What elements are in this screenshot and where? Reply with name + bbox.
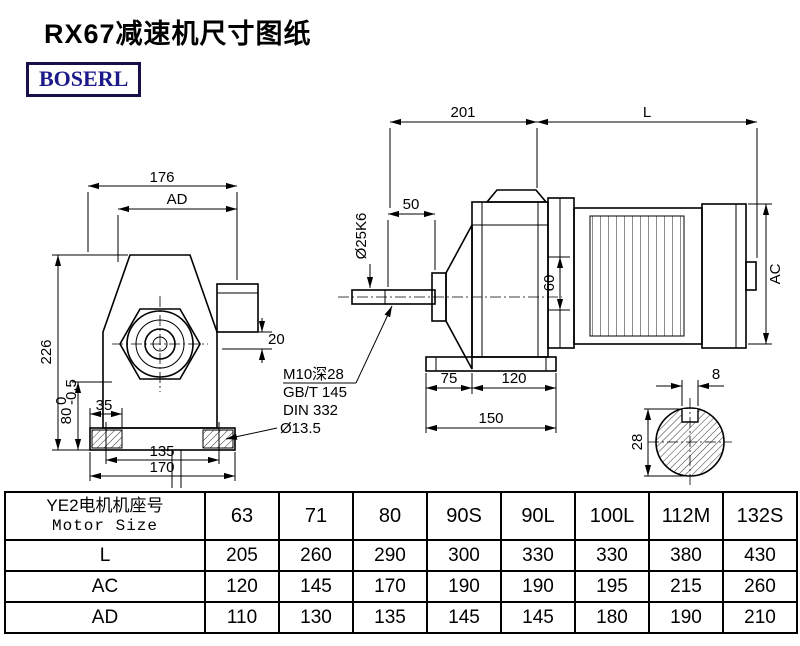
page-title: RX67减速机尺寸图纸	[44, 19, 312, 49]
foot-hatch-left	[91, 429, 123, 449]
dim-foot-hole-label: Ø13.5	[280, 420, 321, 437]
value-cell: 190	[648, 601, 724, 634]
svg-text:Ø25K6: Ø25K6	[353, 213, 370, 260]
value-cell: 130	[278, 601, 354, 634]
size-header-90L: 90L	[500, 491, 576, 541]
header-line1: YE2电机机座号	[46, 496, 164, 515]
value-cell: 430	[722, 539, 798, 572]
dim-80-label: 80 0 -0.5	[53, 379, 80, 424]
svg-text:28: 28	[629, 434, 646, 451]
value-cell: 380	[648, 539, 724, 572]
size-header-100L: 100L	[574, 491, 650, 541]
value-cell: 330	[500, 539, 576, 572]
dim-AC-label: AC	[767, 263, 784, 284]
size-header-63: 63	[204, 491, 280, 541]
dim-201-label: 201	[450, 104, 475, 121]
table-row-AC: AC 120 145 170 190 190 195 215 260	[4, 570, 798, 603]
dim-170-label: 170	[149, 459, 174, 476]
value-cell: 145	[278, 570, 354, 603]
header-line2: Motor Size	[51, 517, 158, 535]
value-cell: 210	[722, 601, 798, 634]
svg-text:0: 0	[53, 397, 70, 405]
dimension-table: YE2电机机座号 Motor Size 63 71 80 90S 90L 100…	[4, 491, 798, 634]
row-label-AD: AD	[4, 601, 206, 634]
gearbox-cone	[445, 224, 473, 370]
dim-20-label: 20	[268, 331, 285, 348]
svg-text:80: 80	[58, 408, 75, 425]
dim-60-label: 60	[541, 275, 558, 292]
dim-120-label: 120	[501, 370, 526, 387]
dim-shaft-label: Ø25K6	[353, 213, 370, 260]
motor-flange	[547, 197, 575, 349]
value-cell: 300	[426, 539, 502, 572]
dim-176-label: 176	[149, 169, 174, 186]
value-cell: 180	[574, 601, 650, 634]
svg-text:226: 226	[38, 339, 55, 364]
mounting-base-side	[425, 356, 557, 372]
front-view: 176 AD 226 80 0 -0.5 35	[38, 169, 321, 488]
value-cell: 215	[648, 570, 724, 603]
note-gb-label: GB/T 145	[283, 384, 347, 401]
dim-key-width-label: 8	[712, 366, 720, 383]
shaft-end-view: 8 28	[629, 366, 732, 486]
technical-drawing: 176 AD 226 80 0 -0.5 35	[38, 104, 784, 488]
value-cell: 260	[722, 570, 798, 603]
size-header-90S: 90S	[426, 491, 502, 541]
svg-text:AC: AC	[767, 263, 784, 284]
row-label-AC: AC	[4, 570, 206, 603]
input-shaft	[351, 289, 436, 305]
size-header-132S: 132S	[722, 491, 798, 541]
note-din-label: DIN 332	[283, 402, 338, 419]
value-cell: 145	[426, 601, 502, 634]
note-thread-label: M10深28	[283, 366, 344, 383]
motor-fins	[589, 215, 685, 337]
row-label-L: L	[4, 539, 206, 572]
dim-226-label: 226	[38, 339, 55, 364]
table-row-L: L 205 260 290 300 330 330 380 430	[4, 539, 798, 572]
value-cell: 190	[426, 570, 502, 603]
terminal-box	[216, 283, 259, 333]
value-cell: 135	[352, 601, 428, 634]
value-cell: 170	[352, 570, 428, 603]
dim-50-label: 50	[403, 196, 420, 213]
dim-75-label: 75	[441, 370, 458, 387]
svg-text:60: 60	[541, 275, 558, 292]
motor-size-header-cell: YE2电机机座号 Motor Size	[4, 491, 206, 541]
value-cell: 195	[574, 570, 650, 603]
motor-rear-cap	[745, 261, 757, 291]
dim-135-label: 135	[149, 443, 174, 460]
dim-ad-label: AD	[167, 191, 188, 208]
value-cell: 205	[204, 539, 280, 572]
size-header-80: 80	[352, 491, 428, 541]
table-row-AD: AD 110 130 135 145 145 180 190 210	[4, 601, 798, 634]
dim-150-label: 150	[478, 410, 503, 427]
svg-text:-0.5: -0.5	[63, 379, 80, 405]
foot-hatch-right	[202, 429, 234, 449]
dim-L-label: L	[643, 104, 651, 121]
table-header-row: YE2电机机座号 Motor Size 63 71 80 90S 90L 100…	[4, 491, 798, 541]
value-cell: 330	[574, 539, 650, 572]
value-cell: 120	[204, 570, 280, 603]
size-header-112M: 112M	[648, 491, 724, 541]
value-cell: 110	[204, 601, 280, 634]
side-view: 201 L 50 Ø25K6 60 AC	[283, 104, 784, 433]
dim-28-label: 28	[629, 434, 646, 451]
value-cell: 260	[278, 539, 354, 572]
brand-logo: BOSERL	[26, 62, 142, 97]
value-cell: 145	[500, 601, 576, 634]
size-header-71: 71	[278, 491, 354, 541]
dim-35-label: 35	[96, 397, 113, 414]
value-cell: 290	[352, 539, 428, 572]
value-cell: 190	[500, 570, 576, 603]
motor-fan-cover	[701, 203, 747, 349]
